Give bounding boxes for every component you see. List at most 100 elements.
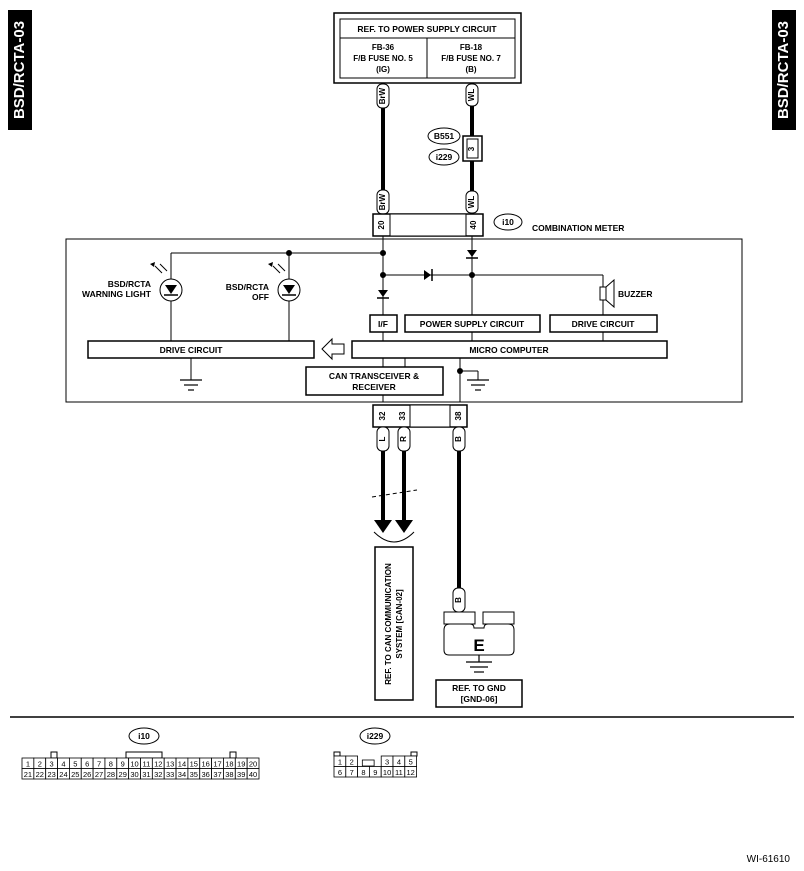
pin-cell: 20 [249,760,257,769]
junction-dots [286,250,475,374]
pin-cell: 6 [85,760,89,769]
side-tab-left-text: BSD/RCTA-03 [11,21,28,119]
can-transceiver-box: CAN TRANSCEIVER & RECEIVER [305,366,444,396]
svg-text:RECEIVER: RECEIVER [352,382,395,392]
fuse-left-line1: FB-36 [372,43,395,52]
wire-label-l: L [376,426,390,452]
twisted-pair-marker [371,489,418,543]
warning-light-label-2: WARNING LIGHT [82,289,152,299]
pin-cell: 5 [409,758,413,767]
svg-text:REF. TO GND: REF. TO GND [452,683,506,693]
power-supply-title: REF. TO POWER SUPPLY CIRCUIT [357,24,497,34]
pin-cell: 38 [225,770,233,779]
power-supply-box: REF. TO POWER SUPPLY CIRCUIT FB-36 F/B F… [333,12,522,84]
pin-cell: 26 [83,770,91,779]
svg-text:L: L [378,436,387,441]
label-i10-top: i10 [502,217,514,227]
ground-icon-right [467,379,489,391]
svg-text:I/F: I/F [378,319,388,329]
connector-b551-i229: 3 B551 i229 [427,127,483,166]
pin-cell: 5 [73,760,77,769]
pin-cell: 12 [407,768,415,777]
label-b551: B551 [434,131,455,141]
warning-light-label-1: BSD/RCTA [108,279,151,289]
can-ref-box: REF. TO CAN COMMUNICATION SYSTEM [CAN-02… [374,546,414,701]
meter-label: COMBINATION METER [532,223,624,233]
fuse-left-line2: F/B FUSE NO. 5 [353,54,413,63]
diode-ig [377,290,389,299]
svg-text:R: R [399,436,408,442]
svg-text:33: 33 [398,411,407,420]
off-light-icon [268,262,301,302]
svg-text:CAN TRANSCEIVER &: CAN TRANSCEIVER & [329,371,419,381]
pin-cell: 8 [361,768,365,777]
connector-i10-bottom: 32 33 38 [372,404,468,428]
pin-cell: 14 [178,760,186,769]
fuse-right-line1: FB-18 [460,43,483,52]
off-light-label-2: OFF [252,292,269,302]
pin-cell: 4 [61,760,65,769]
svg-text:20: 20 [377,220,386,229]
pin-cell: 3 [50,760,54,769]
pin-cell: 6 [338,768,342,777]
pin-cell: 40 [249,770,257,779]
arrow-left-icon [321,337,345,361]
side-tab-right-text: BSD/RCTA-03 [775,21,792,119]
svg-text:BrW: BrW [378,87,387,104]
pin-cell: 24 [59,770,67,779]
pin-cell: 2 [38,760,42,769]
pin-cell: 30 [130,770,138,779]
drive-circuit-left-box: DRIVE CIRCUIT [87,340,315,359]
svg-text:DRIVE CIRCUIT: DRIVE CIRCUIT [160,345,224,355]
pin-cell: 39 [237,770,245,779]
fuse-right-line3: (B) [465,65,476,74]
svg-text:WL: WL [467,196,476,209]
pin-cell: 9 [121,760,125,769]
micro-computer-box: MICRO COMPUTER [351,340,668,359]
wire-label-b-top: B [452,426,466,452]
pin-cell: 16 [202,760,210,769]
pin-cell: 17 [213,760,221,769]
fuse-left-line3: (IG) [376,65,390,74]
svg-text:POWER SUPPLY CIRCUIT: POWER SUPPLY CIRCUIT [420,319,525,329]
pin-cell: 31 [142,770,150,779]
svg-text:B: B [454,436,463,442]
pin-cell: 33 [166,770,174,779]
wire-label-wl-bottom: WL [465,190,479,214]
svg-text:DRIVE CIRCUIT: DRIVE CIRCUIT [572,319,636,329]
if-box: I/F [369,314,398,333]
pin-cell: 36 [202,770,210,779]
pin-key [361,759,375,767]
pin-cell: 10 [383,768,391,777]
connector-i10-top: 20 40 i10 COMBINATION METER [372,213,624,237]
fuse-right-line2: F/B FUSE NO. 7 [441,54,501,63]
pin-cell: 9 [373,768,377,777]
svg-text:WL: WL [467,89,476,102]
pin-cell: 2 [350,758,354,767]
pin-cell: 28 [107,770,115,779]
ground-icon-e [466,655,492,673]
wire-label-brw-bottom: BrW [376,189,390,215]
wire-label-brw-top: BrW [376,83,390,109]
svg-text:32: 32 [378,411,387,420]
svg-text:BrW: BrW [378,193,387,210]
off-light-label-1: BSD/RCTA [226,282,269,292]
wire-label-b-bottom: B [452,587,466,613]
pin-cell: 12 [154,760,162,769]
diode-wl [466,250,478,259]
combination-meter [65,238,743,403]
warning-light-icon [150,262,183,302]
pin-cell: 1 [26,760,30,769]
pin-cell: 25 [71,770,79,779]
pin-cell: 8 [109,760,113,769]
pin-cell: 37 [213,770,221,779]
pin-cell: 34 [178,770,186,779]
side-tab-right: BSD/RCTA-03 [772,10,796,130]
wire-label-wl-top: WL [465,83,479,107]
diode-horizontal [424,269,433,281]
pin-cell: 7 [97,760,101,769]
pin-cell: 10 [130,760,138,769]
